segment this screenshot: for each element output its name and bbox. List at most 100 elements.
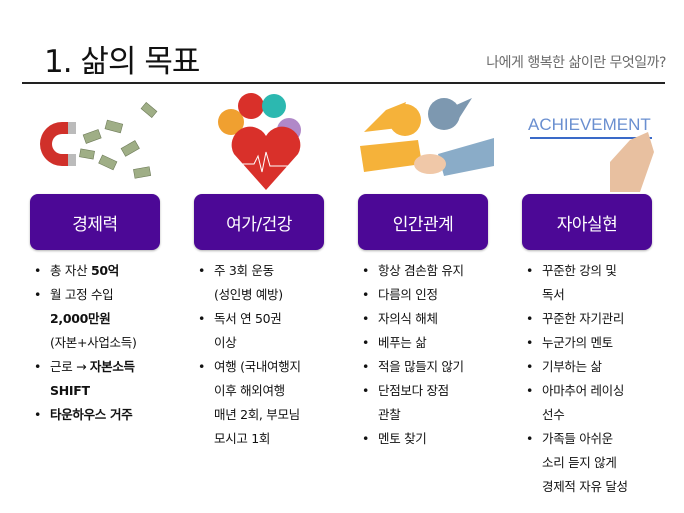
list-text: 자본소득 <box>89 359 135 374</box>
list-item-line: 이후 해외여행 <box>198 379 301 403</box>
category-button-2[interactable]: 여가/건강 <box>194 194 324 250</box>
list-text: 근로 → <box>50 359 90 374</box>
list-item-line: 경제적 자유 달성 <box>526 475 628 499</box>
list-item-line: SHIFT <box>34 379 137 403</box>
list-item-line: 2,000만원 <box>34 307 137 331</box>
list-text: 멘토 찾기 <box>378 431 427 446</box>
list-text: 단점보다 장점 <box>378 383 449 398</box>
goal-list: • 항상 겸손함 유지 • 다름의 인정 • 자의식 해체 • 베푸는 삶 • 적을 많들지 않기… <box>362 259 464 451</box>
list-item-line: • 꾸준한 자기관리 <box>526 307 628 331</box>
slide-title: 1. 삶의 목표 <box>44 44 200 80</box>
list-text: 소리 듣지 않게 <box>542 455 617 470</box>
list-item-line: • 근로 → 자본소득 <box>34 355 137 379</box>
list-item-line: 독서 <box>526 283 628 307</box>
list-text: 다름의 인정 <box>378 287 438 302</box>
list-item-line: • 꾸준한 강의 및 <box>526 259 628 283</box>
bullet-icon: • <box>34 263 42 278</box>
list-item-line: • 베푸는 삶 <box>362 331 464 355</box>
title-divider <box>22 82 665 84</box>
list-text: 꾸준한 자기관리 <box>542 311 625 326</box>
list-item-line: 관찰 <box>362 403 464 427</box>
slide-subtitle: 나에게 행복한 삶이란 무엇일까? <box>486 55 666 71</box>
bullet-icon: • <box>362 311 370 326</box>
list-text: 50억 <box>90 263 119 278</box>
list-item-line: 소리 듣지 않게 <box>526 451 628 475</box>
bullet-icon: • <box>198 311 206 326</box>
list-text: 기부하는 삶 <box>542 359 602 374</box>
category-button-4[interactable]: 자아실현 <box>522 194 652 250</box>
bullet-icon: • <box>34 407 42 422</box>
list-item-line: • 다름의 인정 <box>362 283 464 307</box>
list-item-line: • 적을 많들지 않기 <box>362 355 464 379</box>
bullet-icon: • <box>198 359 206 374</box>
bullet-icon: • <box>34 359 42 374</box>
list-item-line: • 기부하는 삶 <box>526 355 628 379</box>
list-text: 자의식 해체 <box>378 311 438 326</box>
bullet-icon: • <box>362 359 370 374</box>
list-item-line: • 독서 연 50권 <box>198 307 301 331</box>
bullet-icon: • <box>362 383 370 398</box>
handshake-icon <box>360 98 494 176</box>
bullet-icon: • <box>526 383 534 398</box>
bullet-icon: • <box>526 359 534 374</box>
category-button-1[interactable]: 경제력 <box>30 194 160 250</box>
list-text: 선수 <box>542 407 565 422</box>
bullet-icon: • <box>362 431 370 446</box>
bullet-icon: • <box>526 263 534 278</box>
list-item-line: • 항상 겸손함 유지 <box>362 259 464 283</box>
bullet-icon: • <box>526 311 534 326</box>
list-text: 이후 해외여행 <box>214 383 285 398</box>
list-text: 2,000만원 <box>50 311 111 326</box>
list-text: 누군가의 멘토 <box>542 335 613 350</box>
list-item-line: (성인병 예방) <box>198 283 301 307</box>
category-button-3[interactable]: 인간관계 <box>358 194 488 250</box>
list-text: 모시고 1회 <box>214 431 271 446</box>
list-text: 이상 <box>214 335 237 350</box>
list-text: 매년 2회, 부모님 <box>214 407 300 422</box>
list-text: 주 3회 운동 <box>214 263 274 278</box>
list-text: SHIFT <box>50 383 90 398</box>
list-item-line: • 총 자산 50억 <box>34 259 137 283</box>
bullet-icon: • <box>362 263 370 278</box>
list-text: 총 자산 <box>50 263 91 278</box>
svg-text:ACHIEVEMENT: ACHIEVEMENT <box>528 115 651 134</box>
list-text: 독서 <box>542 287 565 302</box>
list-item-line: • 멘토 찾기 <box>362 427 464 451</box>
list-text: 베푸는 삶 <box>378 335 427 350</box>
achievement-icon: ACHIEVEMENT <box>528 115 654 192</box>
list-item-line: 매년 2회, 부모님 <box>198 403 301 427</box>
list-text: 적을 많들지 않기 <box>378 359 464 374</box>
list-text: 여행 (국내여행지 <box>214 359 301 374</box>
bullet-icon: • <box>526 431 534 446</box>
bullet-icon: • <box>34 287 42 302</box>
list-text: 월 고정 수입 <box>50 287 114 302</box>
heart-health-icon <box>218 93 301 190</box>
bullet-icon: • <box>526 335 534 350</box>
list-item-line: 모시고 1회 <box>198 427 301 451</box>
list-item-line: • 타운하우스 거주 <box>34 403 137 427</box>
bullet-icon: • <box>362 287 370 302</box>
list-text: 가족들 아쉬운 <box>542 431 613 446</box>
list-text: 항상 겸손함 유지 <box>378 263 464 278</box>
list-item-line: • 단점보다 장점 <box>362 379 464 403</box>
bullet-icon: • <box>362 335 370 350</box>
list-item-line: • 누군가의 멘토 <box>526 331 628 355</box>
list-item-line: • 월 고정 수입 <box>34 283 137 307</box>
list-text: 타운하우스 거주 <box>50 407 133 422</box>
bullet-icon: • <box>198 263 206 278</box>
list-text: (자본+사업소득) <box>50 335 137 350</box>
list-text: 아마추어 레이싱 <box>542 383 625 398</box>
list-item-line: • 여행 (국내여행지 <box>198 355 301 379</box>
list-item-line: (자본+사업소득) <box>34 331 137 355</box>
list-text: 꾸준한 강의 및 <box>542 263 617 278</box>
list-item-line: • 자의식 해체 <box>362 307 464 331</box>
list-text: 관찰 <box>378 407 401 422</box>
list-item-line: • 가족들 아쉬운 <box>526 427 628 451</box>
magnet-money-icon <box>40 102 158 179</box>
list-text: 독서 연 50권 <box>214 311 282 326</box>
list-item-line: • 아마추어 레이싱 <box>526 379 628 403</box>
list-item-line: 선수 <box>526 403 628 427</box>
list-text: (성인병 예방) <box>214 287 283 302</box>
list-item-line: 이상 <box>198 331 301 355</box>
